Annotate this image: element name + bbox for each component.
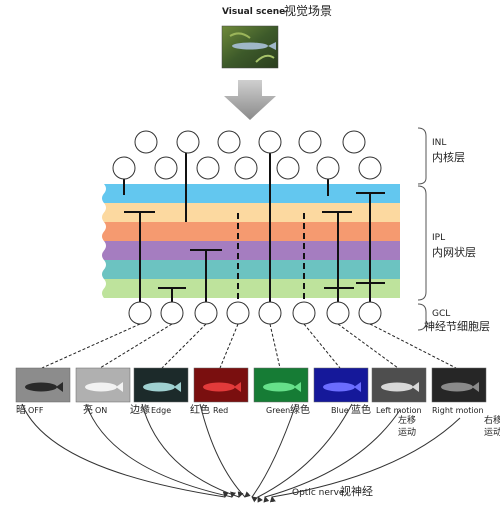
optic-nerve-label: Optic nerve 视神经 xyxy=(292,484,373,498)
ipl-bands xyxy=(102,184,400,298)
visual-scene-image xyxy=(221,25,279,69)
ipl-label: 内网状层 xyxy=(432,245,476,259)
channel-label-zh: 暗 xyxy=(16,403,26,416)
channel-label-en: ON xyxy=(95,406,107,415)
ipl-band xyxy=(102,184,400,203)
channel-label-zh: 红色 xyxy=(190,403,210,416)
ipl-band xyxy=(102,222,400,241)
inl-cells xyxy=(112,130,382,180)
down-arrow-icon xyxy=(224,80,276,120)
channel-label-en: OFF xyxy=(28,406,44,415)
optic-nerve-zh: 视神经 xyxy=(340,484,373,498)
channel-label-en: Green xyxy=(266,406,290,415)
optic-nerve-arrows xyxy=(21,403,461,503)
channel-label-en: Red xyxy=(213,406,228,415)
layer-labels: INL 内核层 IPL 内网状层 GCL 神经节细胞层 xyxy=(424,138,490,333)
channel-label-zh: 运动 xyxy=(398,427,416,438)
channel-label-zh: 边缘 xyxy=(130,403,150,416)
gcl-abbr: GCL xyxy=(432,309,450,319)
gcl-label: 神经节细胞层 xyxy=(424,319,490,333)
ipl-band xyxy=(102,203,400,222)
channel-label-en: Right motion xyxy=(432,406,484,415)
channel-label-en: Blue xyxy=(331,406,349,415)
channel-label-zh: 蓝色 xyxy=(351,403,371,416)
optic-nerve-en: Optic nerve xyxy=(292,488,345,498)
title-en: Visual scene xyxy=(222,7,285,17)
inl-abbr: INL xyxy=(432,138,446,148)
title-zh: 视觉场景 xyxy=(284,3,332,18)
ipl-band xyxy=(102,241,400,260)
dashed-neurites xyxy=(237,213,305,302)
channel-label-zh: 绿色 xyxy=(290,403,310,416)
ipl-band xyxy=(102,260,400,279)
layer-brackets xyxy=(417,127,427,331)
ipl-abbr: IPL xyxy=(432,233,445,243)
ipl-band xyxy=(102,279,400,298)
gcl-to-image-lines xyxy=(41,323,457,369)
inl-label: 内核层 xyxy=(432,150,465,164)
gcl-cells xyxy=(128,301,382,325)
channel-label-en: Left motion xyxy=(376,406,422,415)
channel-label-zh: 左移 xyxy=(398,414,416,426)
visual-scene-title: Visual scene 视觉场景 xyxy=(222,3,332,18)
channel-label-en: Edge xyxy=(151,406,171,415)
channel-label-zh: 运动 xyxy=(484,427,500,438)
channel-label-zh: 右移 xyxy=(484,414,500,426)
